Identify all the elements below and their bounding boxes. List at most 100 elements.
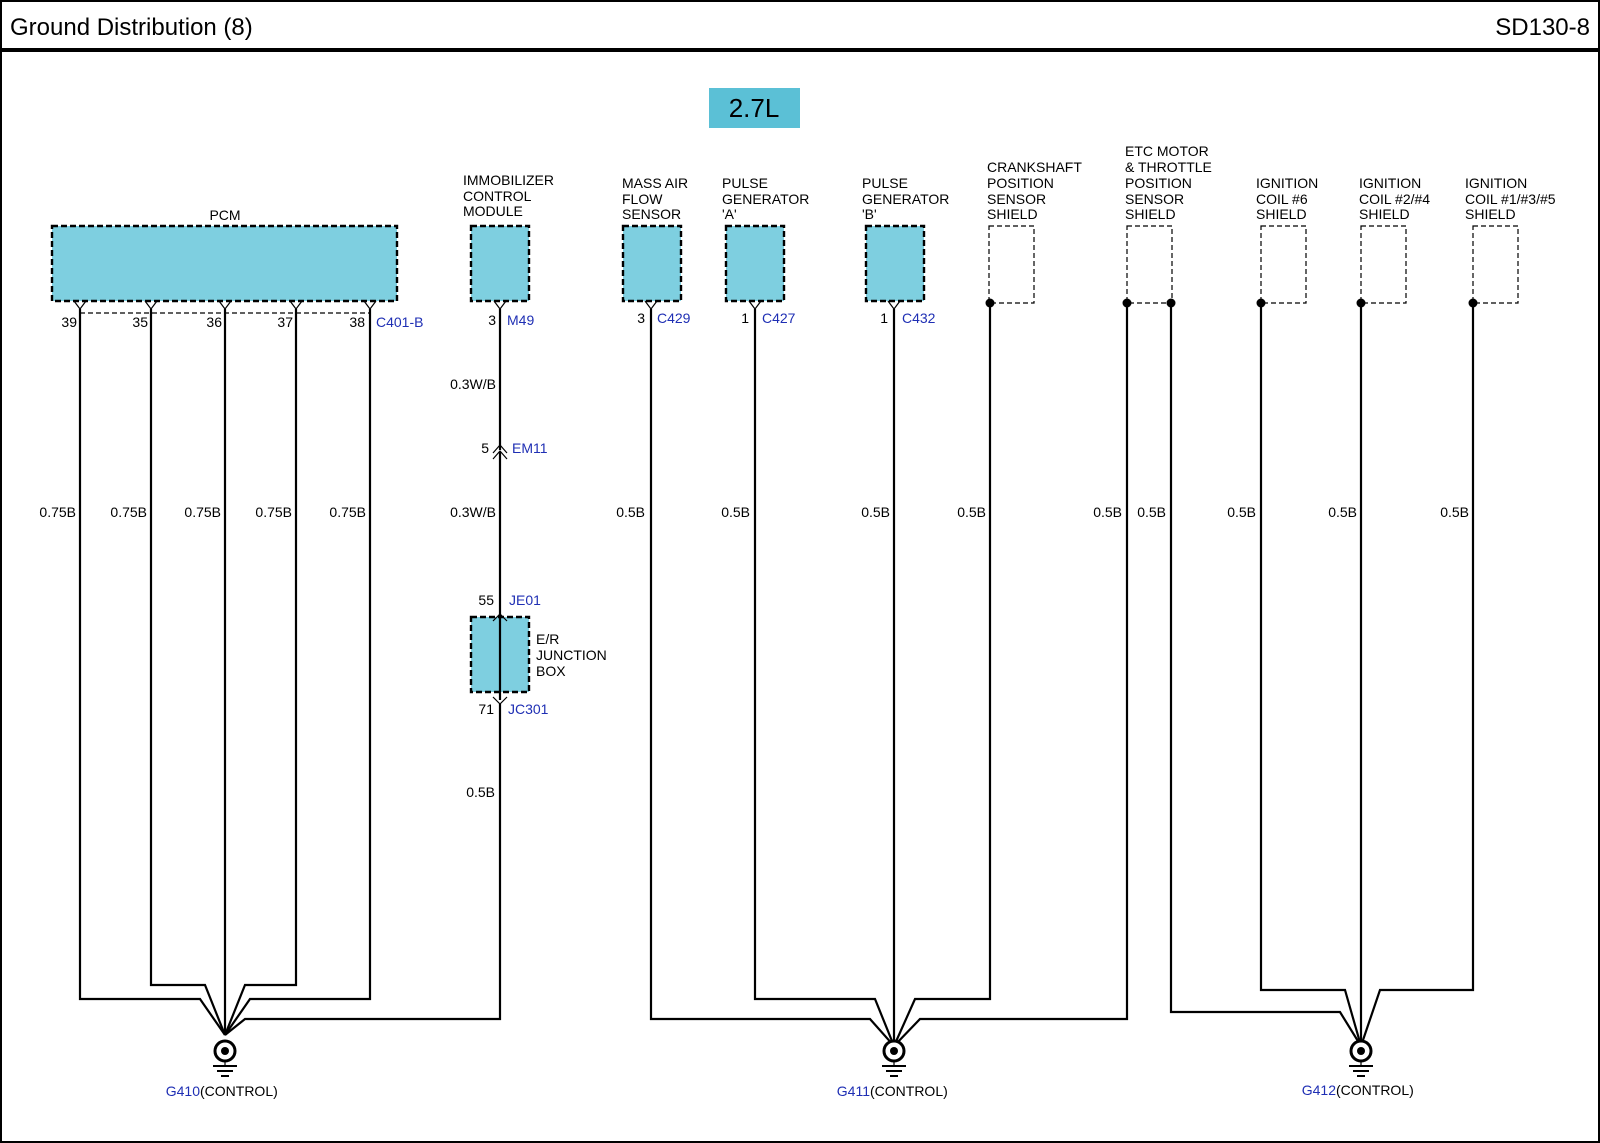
coil135-label-2: COIL #1/#3/#5 <box>1465 191 1556 207</box>
g412-id: G412 <box>1302 1082 1336 1098</box>
crankshaft-label-4: SHIELD <box>987 206 1038 222</box>
engine-badge <box>709 88 800 128</box>
pcm-pin-5: 38 <box>349 314 365 330</box>
pcm-connector-label: C401-B <box>376 314 423 330</box>
pcm-wire-spec-4: 0.75B <box>255 504 292 520</box>
coil24-shield-box <box>1360 225 1407 304</box>
immobilizer-label-2: CONTROL <box>463 188 532 204</box>
coil6-label-3: SHIELD <box>1256 206 1307 222</box>
c432-connector-label: C432 <box>902 310 936 326</box>
pcm-pin-1: 39 <box>61 314 77 330</box>
etc-label-5: SHIELD <box>1125 206 1176 222</box>
pcm-pin-2: 35 <box>132 314 148 330</box>
em11-pin: 5 <box>481 440 489 456</box>
g410-id: G410 <box>166 1083 200 1099</box>
etc-wire-spec-1: 0.5B <box>1093 504 1122 520</box>
pulse-a-label-2: GENERATOR <box>722 191 809 207</box>
m49-connector-label: M49 <box>507 312 534 328</box>
pulse-generator-a-box <box>724 224 786 303</box>
pcm-pin-4: 37 <box>277 314 293 330</box>
pulse-b-wire-spec: 0.5B <box>861 504 890 520</box>
etc-label-3: POSITION <box>1125 175 1192 191</box>
pcm-wire-spec-2: 0.75B <box>110 504 147 520</box>
pulse-b-label-2: GENERATOR <box>862 191 949 207</box>
etc-label-2: & THROTTLE <box>1125 159 1212 175</box>
maf-wire-spec: 0.5B <box>616 504 645 520</box>
g410-wires <box>78 309 502 1036</box>
junction-box-label-3: BOX <box>536 663 566 679</box>
g411-wires <box>649 303 1129 1047</box>
pcm-label: PCM <box>209 207 240 223</box>
pcm-pin-3: 36 <box>206 314 222 330</box>
coil24-label-2: COIL #2/#4 <box>1359 191 1430 207</box>
coil6-shield-box <box>1260 225 1307 304</box>
crankshaft-wire-spec: 0.5B <box>957 504 986 520</box>
pcm-wire-spec-5: 0.75B <box>329 504 366 520</box>
g411-ground-icon <box>882 1039 906 1077</box>
page-code: SD130-8 <box>1495 14 1590 41</box>
c432-pin: 1 <box>880 310 888 326</box>
coil135-label-1: IGNITION <box>1465 175 1527 191</box>
pulse-a-label-3: 'A' <box>722 206 737 222</box>
etc-label-4: SENSOR <box>1125 191 1184 207</box>
m49-pin: 3 <box>488 312 496 328</box>
crankshaft-shield-box <box>988 225 1035 304</box>
maf-label-1: MASS AIR <box>622 175 688 191</box>
page-title: Ground Distribution (8) <box>10 14 253 41</box>
pcm-wire-spec-3: 0.75B <box>184 504 221 520</box>
junction-box-label-2: JUNCTION <box>536 647 607 663</box>
c429-pin: 3 <box>637 310 645 326</box>
pcm-wire-spec-1: 0.75B <box>39 504 76 520</box>
pulse-b-label-3: 'B' <box>862 206 877 222</box>
coil24-wire-spec: 0.5B <box>1328 504 1357 520</box>
maf-label-3: SENSOR <box>622 206 681 222</box>
g412-desc: (CONTROL) <box>1336 1082 1414 1098</box>
em11-connector-label: EM11 <box>512 440 548 456</box>
junction-box-label-1: E/R <box>536 631 559 647</box>
em11-inline-connector-icon <box>492 444 508 460</box>
pulse-generator-b-box <box>864 224 926 303</box>
g412-ground-icon <box>1349 1039 1373 1077</box>
coil135-wire-spec: 0.5B <box>1440 504 1469 520</box>
g410-ground-icon <box>213 1039 237 1077</box>
g412-wires <box>1169 303 1475 1047</box>
immobilizer-wire-spec-upper: 0.3W/B <box>450 376 496 392</box>
engine-badge-label: 2.7L <box>729 93 780 123</box>
crankshaft-label-1: CRANKSHAFT <box>987 159 1082 175</box>
je01-connector-label: JE01 <box>509 592 541 608</box>
g411-desc: (CONTROL) <box>870 1083 948 1099</box>
coil24-label-3: SHIELD <box>1359 206 1410 222</box>
g410-desc: (CONTROL) <box>200 1083 278 1099</box>
jc301-pin-marker <box>492 696 508 705</box>
immobilizer-wire-spec-middle: 0.3W/B <box>450 504 496 520</box>
jc301-connector-label: JC301 <box>508 701 549 717</box>
coil6-wire-spec: 0.5B <box>1227 504 1256 520</box>
maf-label-2: FLOW <box>622 191 663 207</box>
pcm-box <box>50 224 399 303</box>
pulse-a-label-1: PULSE <box>722 175 768 191</box>
maf-sensor-box <box>621 224 683 303</box>
coil135-shield-box <box>1472 225 1519 304</box>
coil6-label-2: COIL #6 <box>1256 191 1308 207</box>
pulse-a-wire-spec: 0.5B <box>721 504 750 520</box>
c429-connector-label: C429 <box>657 310 691 326</box>
crankshaft-label-3: SENSOR <box>987 191 1046 207</box>
je01-pin: 55 <box>478 592 494 608</box>
coil24-label-1: IGNITION <box>1359 175 1421 191</box>
immobilizer-label-1: IMMOBILIZER <box>463 172 554 188</box>
c427-connector-label: C427 <box>762 310 796 326</box>
immobilizer-label-3: MODULE <box>463 203 523 219</box>
crankshaft-label-2: POSITION <box>987 175 1054 191</box>
immobilizer-wire-spec-lower: 0.5B <box>466 784 495 800</box>
immobilizer-box <box>469 224 531 303</box>
c427-pin: 1 <box>741 310 749 326</box>
etc-wire-spec-2: 0.5B <box>1137 504 1166 520</box>
etc-label-1: ETC MOTOR <box>1125 143 1209 159</box>
etc-shield-box <box>1126 225 1173 304</box>
coil6-label-1: IGNITION <box>1256 175 1318 191</box>
jc301-pin: 71 <box>478 701 494 717</box>
coil135-label-3: SHIELD <box>1465 206 1516 222</box>
pulse-b-label-1: PULSE <box>862 175 908 191</box>
g411-id: G411 <box>837 1083 870 1099</box>
